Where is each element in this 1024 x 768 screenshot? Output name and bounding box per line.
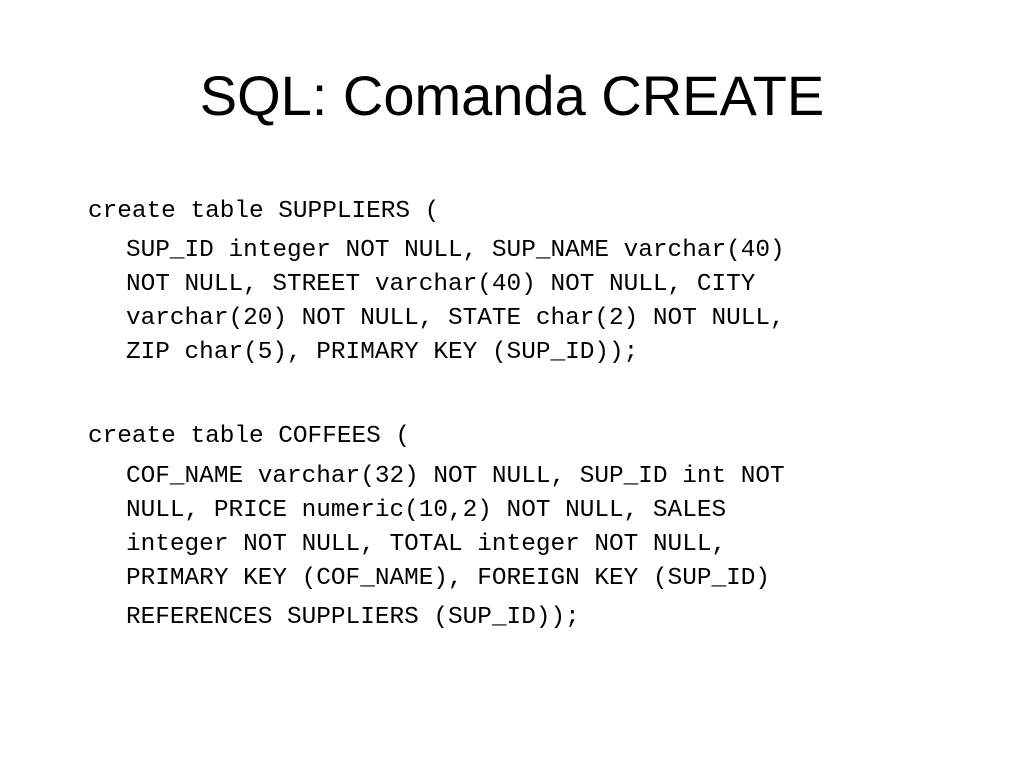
suppliers-column-definitions: SUP_ID integer NOT NULL, SUP_NAME varcha… [126, 237, 785, 366]
slide-title: SQL: Comanda CREATE [199, 64, 825, 127]
suppliers-create-statement-header: create table SUPPLIERS ( [88, 198, 440, 225]
coffees-column-definitions: COF_NAME varchar(32) NOT NULL, SUP_ID in… [126, 463, 785, 592]
coffees-create-statement-header: create table COFFEES ( [88, 423, 411, 450]
coffees-references-clause: REFERENCES SUPPLIERS (SUP_ID)); [126, 604, 580, 631]
